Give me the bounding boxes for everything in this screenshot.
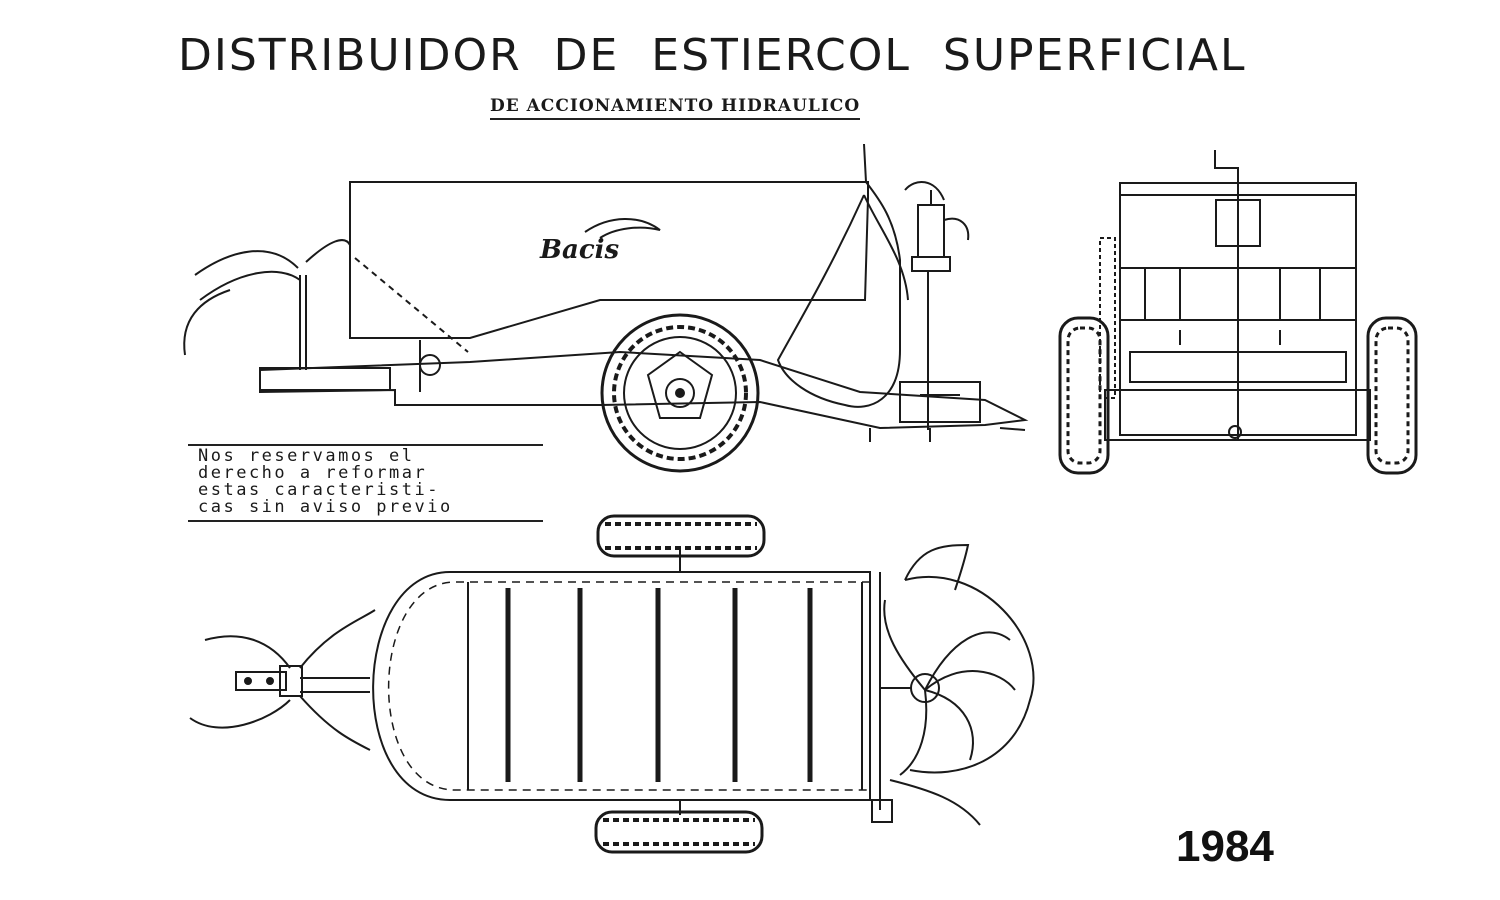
notice-line: estas caracteristi- <box>198 480 440 500</box>
top-drawbar <box>189 609 376 751</box>
side-drawbar-hitch <box>183 239 391 391</box>
brand-logo: Bacis <box>539 218 661 265</box>
rights-reserved-notice: Nos reservamos el derecho a reformar est… <box>188 444 543 522</box>
year-label: 1984 <box>1176 822 1274 871</box>
side-jack-wheel <box>419 354 441 376</box>
side-hydraulic-motor <box>904 181 970 430</box>
rear-right-wheel <box>1366 316 1418 475</box>
page-title: DISTRIBUIDOR DE ESTIERCOL SUPERFICIAL <box>178 30 1247 81</box>
side-chassis-frame <box>259 350 1029 430</box>
notice-line: derecho a reformar <box>198 463 428 483</box>
top-view <box>189 514 1035 854</box>
side-main-wheel <box>600 313 760 473</box>
top-conveyor-slats <box>505 588 813 782</box>
notice-line: Nos reservamos el <box>198 446 415 466</box>
page-subtitle: DE ACCIONAMIENTO HIDRAULICO <box>490 96 861 120</box>
side-tank-dashed-edge <box>354 257 469 353</box>
top-tank-outline <box>372 571 871 801</box>
top-lower-wheel <box>594 810 764 854</box>
side-view: Bacis <box>183 143 1029 473</box>
rear-view <box>1058 150 1418 475</box>
top-upper-wheel <box>596 514 766 558</box>
brand-logo-text: Bacis <box>539 235 620 265</box>
side-spinner-housing <box>776 143 901 408</box>
notice-line: cas sin aviso previo <box>198 497 453 517</box>
top-spinner-disc <box>871 543 1035 826</box>
